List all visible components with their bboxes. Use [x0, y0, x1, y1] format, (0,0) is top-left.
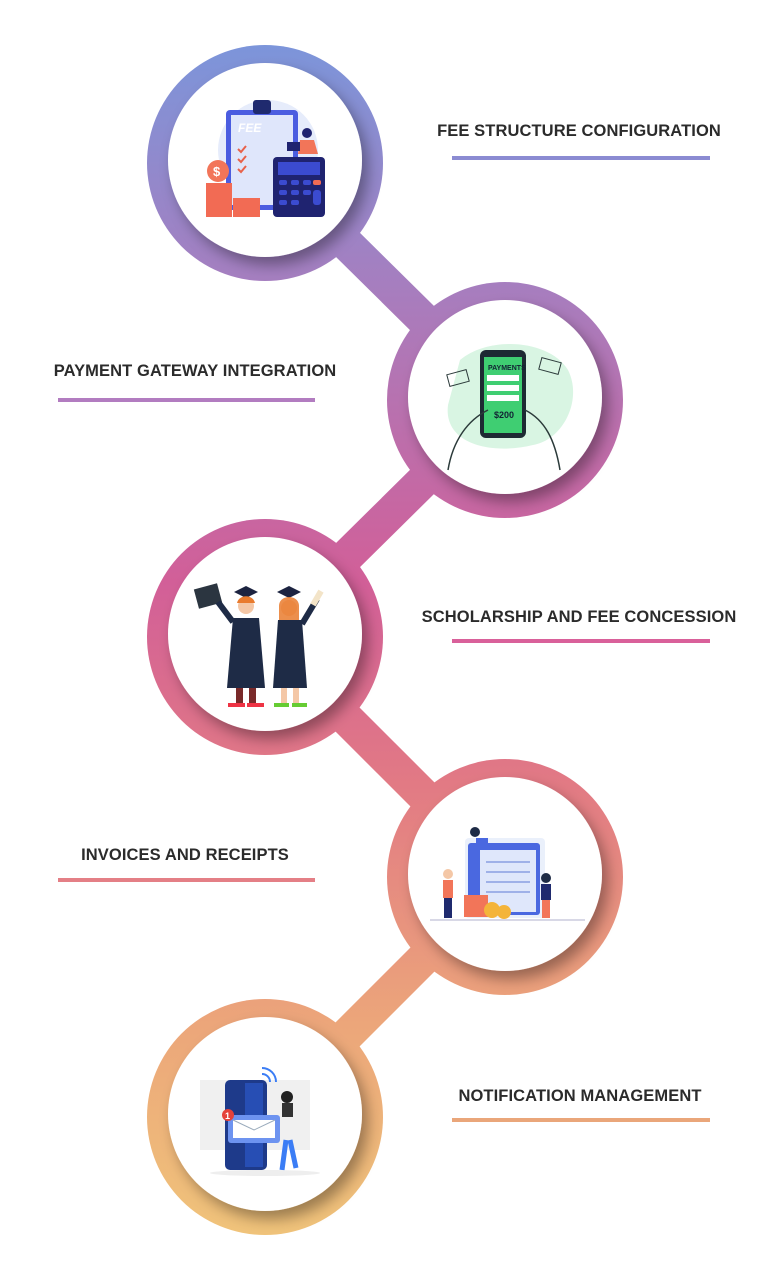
badge-count: 1 — [225, 1111, 230, 1121]
mobile-payment-illustration: PAYMENTS $200 — [446, 343, 574, 471]
step-4-title: INVOICES AND RECEIPTS — [81, 846, 289, 864]
step-1-title: FEE STRUCTURE CONFIGURATION — [437, 122, 721, 140]
step-1-underline — [452, 156, 710, 160]
fee-calculator-illustration: FEE $ — [206, 100, 325, 217]
fee-text: FEE — [238, 121, 262, 135]
invoice-illustration — [430, 827, 585, 921]
dollar-coin-icon — [207, 160, 229, 182]
notification-badge — [222, 1109, 234, 1121]
diploma-icon — [310, 589, 324, 607]
svg-text:$: $ — [213, 164, 221, 179]
graduates-illustration — [193, 583, 324, 707]
tablet-icon — [193, 583, 223, 609]
step-3-title: SCHOLARSHIP AND FEE CONCESSION — [421, 608, 737, 626]
step-2-title: PAYMENT GATEWAY INTEGRATION — [53, 362, 337, 380]
step-4-underline — [58, 878, 315, 882]
payments-text: PAYMENTS — [488, 365, 526, 372]
step-5-title: NOTIFICATION MANAGEMENT — [458, 1087, 702, 1105]
notification-illustration: 1 — [200, 1067, 320, 1176]
amount-text: $200 — [494, 410, 514, 420]
step-5-underline — [452, 1118, 710, 1122]
step-3-underline — [452, 639, 710, 643]
disc-3 — [168, 537, 362, 731]
wifi-icon — [261, 1067, 277, 1083]
step-2-underline — [58, 398, 315, 402]
